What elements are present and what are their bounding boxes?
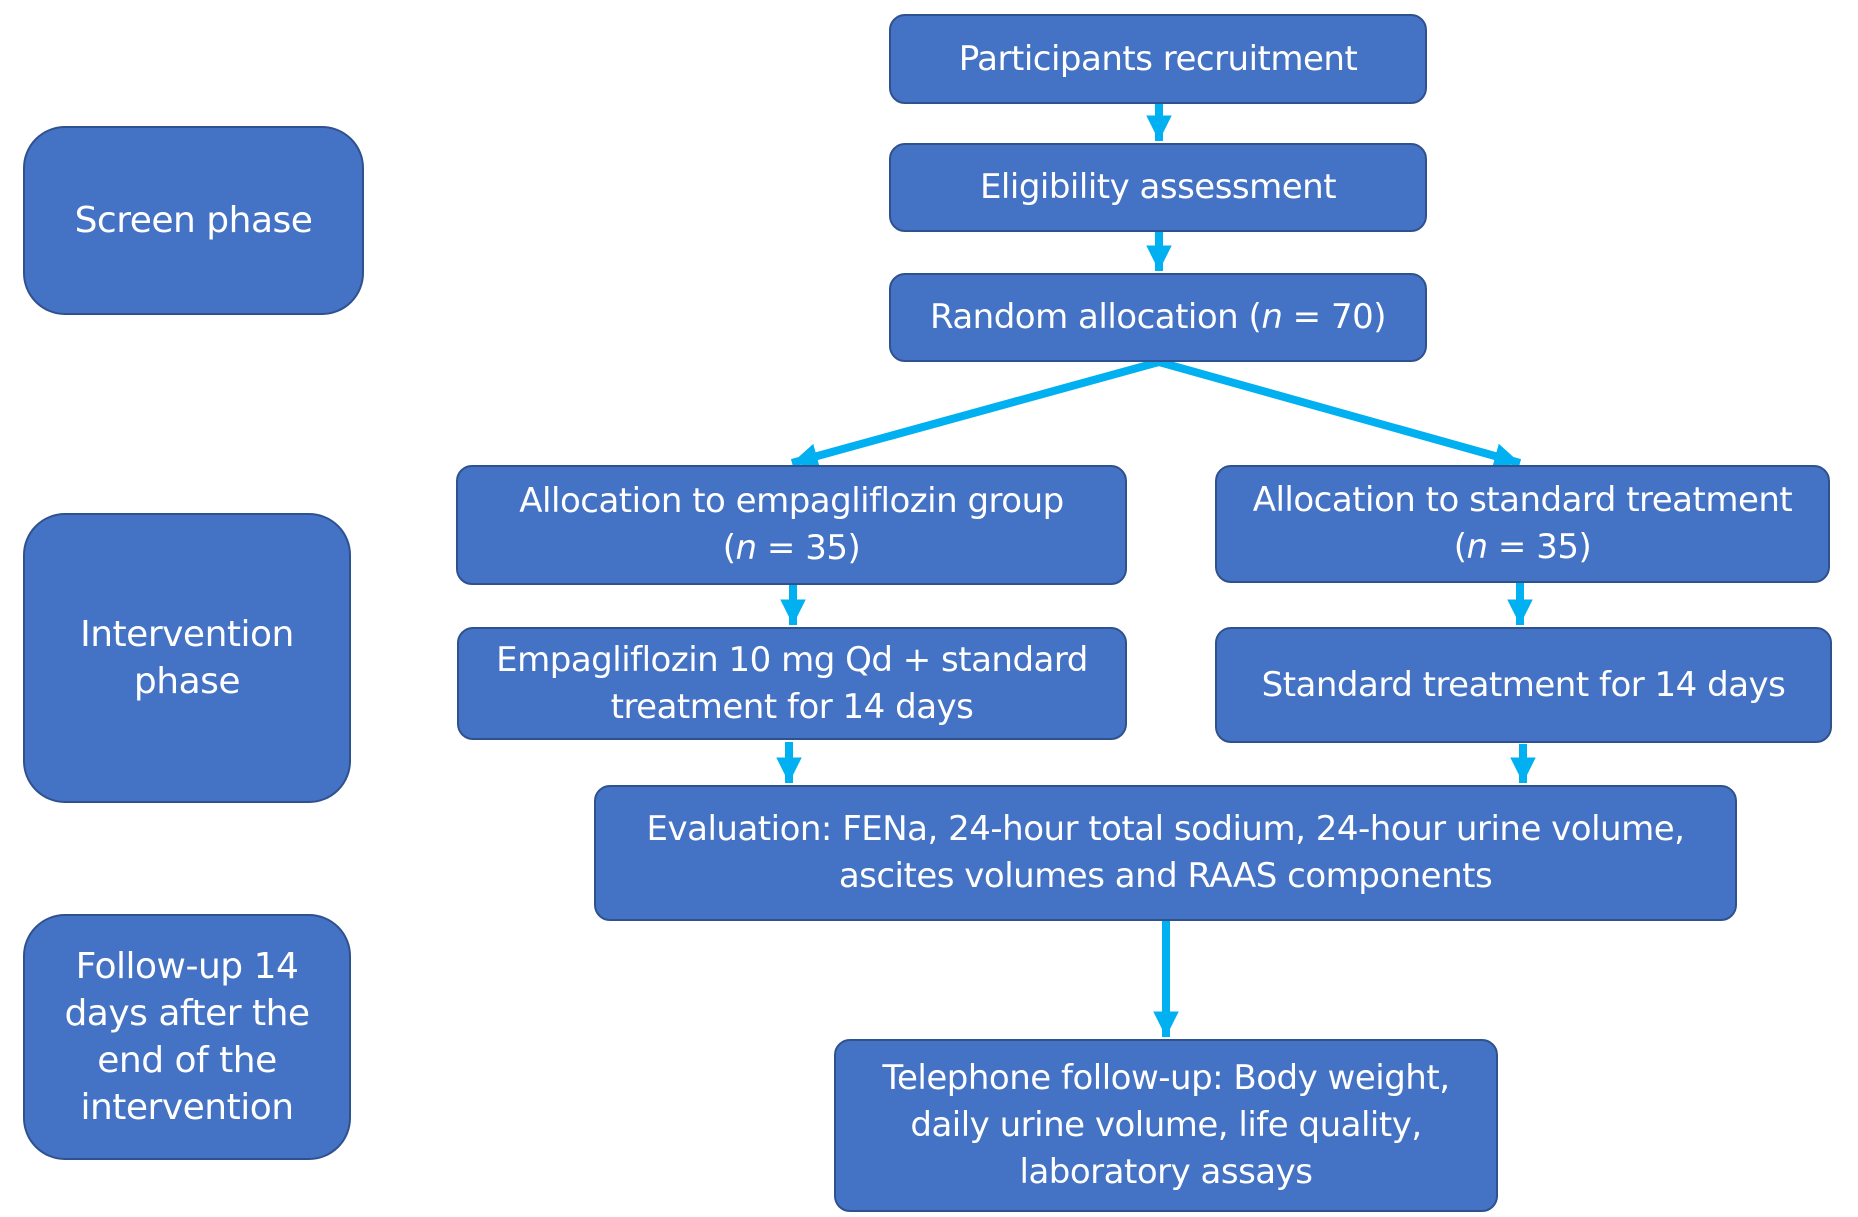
empagliflozin-allocation-line1: Allocation to empagliflozin group xyxy=(519,481,1064,521)
empagliflozin-allocation-node: Allocation to empagliflozin group (n = 3… xyxy=(456,465,1127,585)
standard-allocation-line1: Allocation to standard treatment xyxy=(1252,480,1793,520)
count-suffix: = 35) xyxy=(756,528,861,568)
standard-allocation-count: (n = 35) xyxy=(1453,524,1592,571)
standard-treatment-node: Standard treatment for 14 days xyxy=(1215,627,1832,743)
followup-phase-box: Follow-up 14 days after the end of the i… xyxy=(23,914,351,1160)
random-allocation-node: Random allocation (n = 70) xyxy=(889,273,1427,362)
evaluation-node: Evaluation: FENa, 24-hour total sodium, … xyxy=(594,785,1737,921)
intervention-phase-label: Intervention phase xyxy=(80,614,294,702)
telephone-followup-line1: Telephone follow-up: Body weight, xyxy=(882,1058,1451,1098)
random-prefix: Random allocation ( xyxy=(929,297,1262,337)
count-prefix: ( xyxy=(1453,527,1467,567)
followup-phase-label: Follow-up 14 days after the end of the i… xyxy=(64,946,310,1128)
random-suffix: = 70) xyxy=(1282,297,1387,337)
count-suffix: = 35) xyxy=(1487,527,1592,567)
telephone-followup-line2: daily urine volume, life quality, xyxy=(910,1105,1422,1145)
evaluation-line1: Evaluation: FENa, 24-hour total sodium, … xyxy=(646,809,1685,849)
empagliflozin-treatment-line1: Empagliflozin 10 mg Qd + standard xyxy=(496,639,1088,680)
eligibility-label: Eligibility assessment xyxy=(979,167,1337,207)
telephone-followup-line3: laboratory assays xyxy=(1019,1152,1313,1192)
n-symbol: n xyxy=(1466,527,1489,567)
empagliflozin-allocation-count: (n = 35) xyxy=(722,525,861,572)
n-symbol: n xyxy=(1261,297,1283,337)
count-prefix: ( xyxy=(722,528,736,568)
recruitment-node: Participants recruitment xyxy=(889,14,1427,104)
standard-allocation-node: Allocation to standard treatment (n = 35… xyxy=(1215,465,1830,583)
evaluation-line2: ascites volumes and RAAS components xyxy=(838,856,1493,896)
standard-treatment-label: Standard treatment for 14 days xyxy=(1261,664,1786,705)
arrow-random-to-std-alloc xyxy=(1157,358,1522,469)
recruitment-label: Participants recruitment xyxy=(958,38,1358,79)
empagliflozin-treatment-node: Empagliflozin 10 mg Qd + standard treatm… xyxy=(457,627,1127,740)
n-symbol: n xyxy=(735,528,758,568)
telephone-followup-node: Telephone follow-up: Body weight, daily … xyxy=(834,1039,1498,1212)
arrow-random-to-empa-alloc xyxy=(790,358,1161,469)
random-allocation-label: Random allocation (n = 70) xyxy=(929,294,1387,341)
screen-phase-box: Screen phase xyxy=(23,126,364,315)
eligibility-node: Eligibility assessment xyxy=(889,143,1427,232)
screen-phase-label: Screen phase xyxy=(74,200,313,241)
intervention-phase-box: Intervention phase xyxy=(23,513,351,803)
empagliflozin-treatment-line2: treatment for 14 days xyxy=(610,686,974,727)
